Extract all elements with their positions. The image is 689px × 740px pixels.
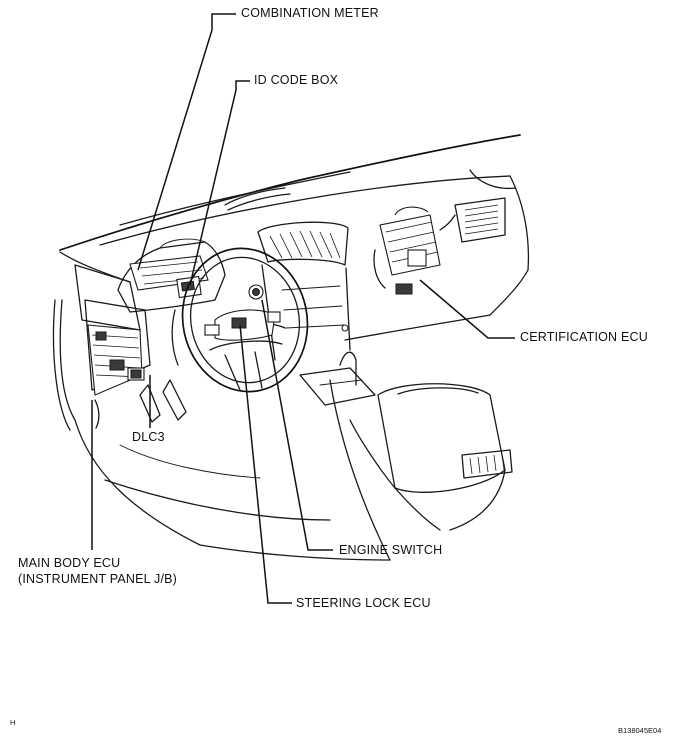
engine-switch-label: ENGINE SWITCH [339,543,443,557]
figure-code: B138045E04 [618,726,662,735]
floor-outline [59,299,391,561]
steering-wheel [181,247,309,393]
corner-mark-left: H [10,718,16,727]
left-dash-area [52,264,187,431]
main-body-ecu-label: MAIN BODY ECU (INSTRUMENT PANEL J/B) [18,556,177,587]
certification-ecu-part [373,206,456,295]
main-body-ecu-label-line2: (INSTRUMENT PANEL J/B) [18,571,178,586]
certification-ecu-label: CERTIFICATION ECU [520,330,648,344]
combination-meter-label: COMBINATION METER [241,6,379,20]
id-code-box-label: ID CODE BOX [254,73,339,87]
leader-lines [91,13,515,604]
dlc3-label: DLC3 [132,430,165,444]
engine-switch-part [171,284,264,366]
dashboard-outline [59,134,530,341]
steering-lock-ecu-label: STEERING LOCK ECU [296,596,431,610]
main-body-ecu-label-line1: MAIN BODY ECU [18,556,121,570]
right-dash-panel [454,169,516,243]
